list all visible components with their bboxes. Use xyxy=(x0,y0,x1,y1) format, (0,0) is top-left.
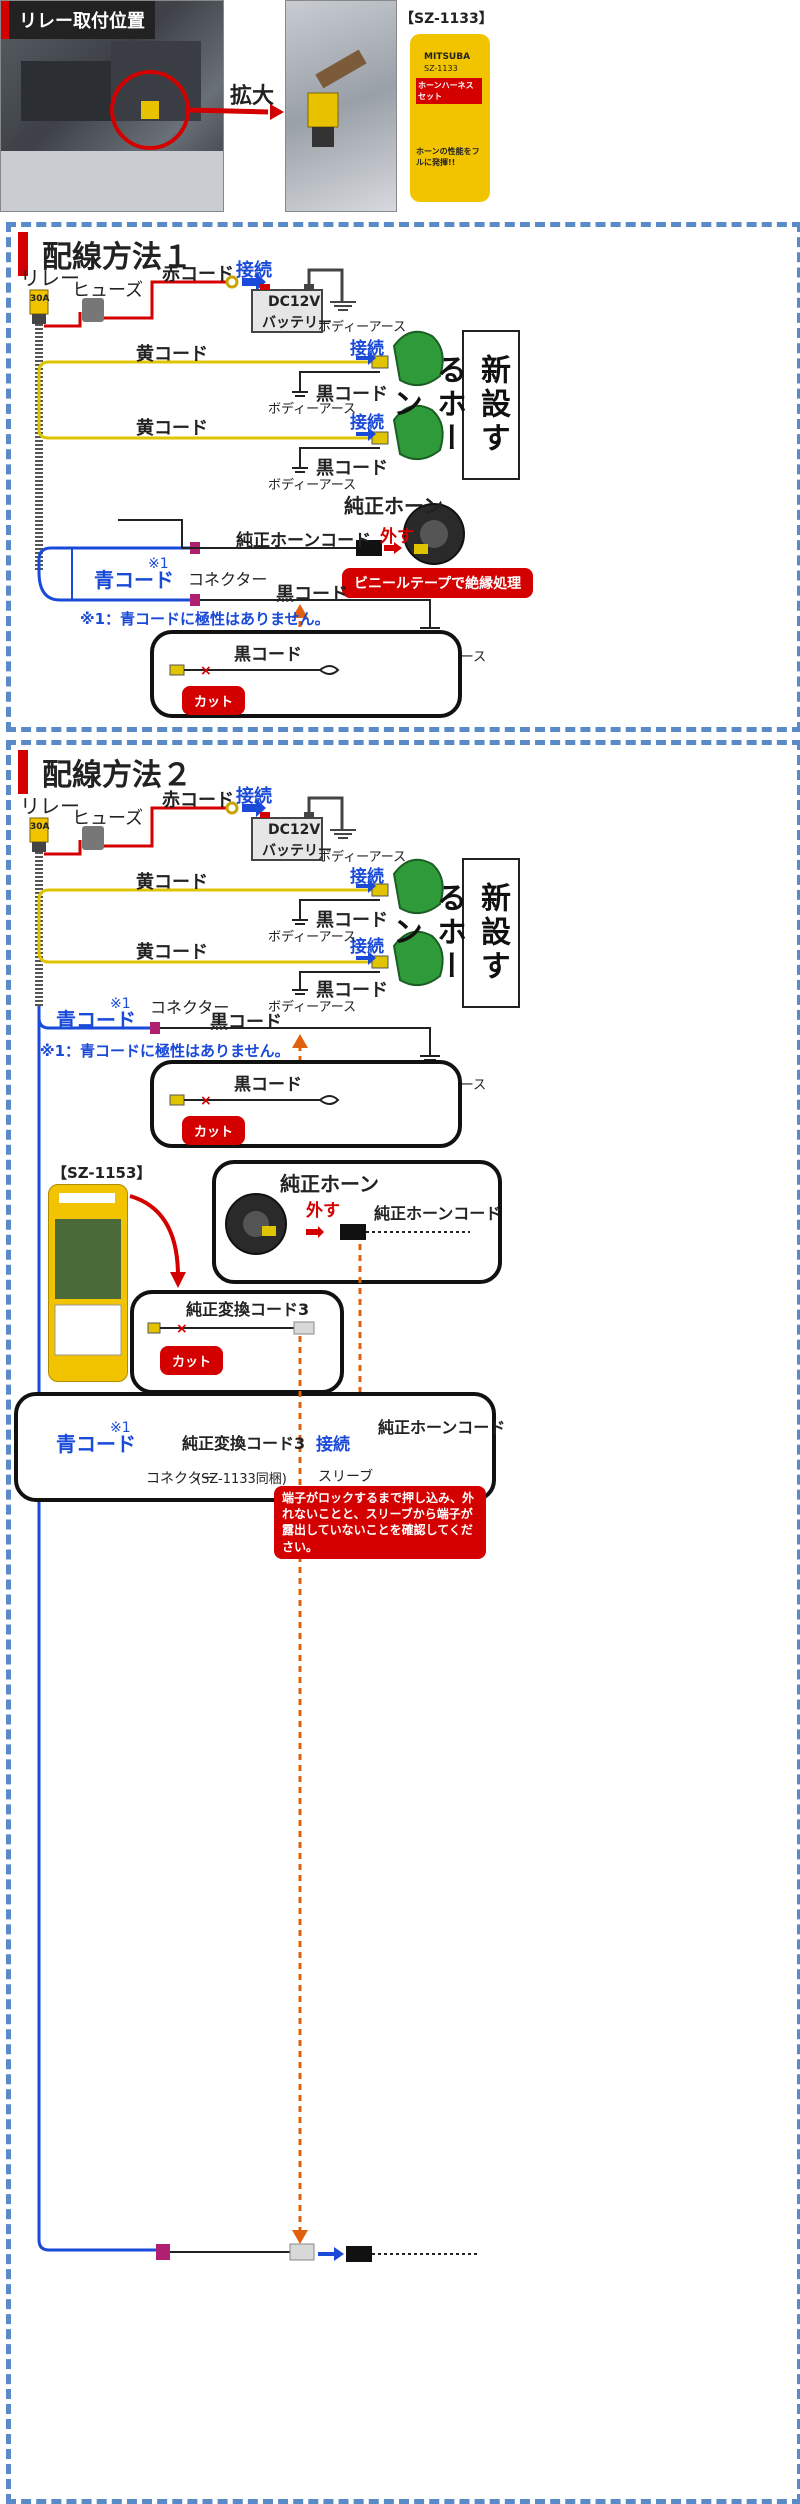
svg-text:×: × xyxy=(200,1093,212,1109)
connect-label-horn-1a: 接続 xyxy=(350,339,384,359)
connect-label-final: 接続 xyxy=(316,1435,350,1455)
body-earth-horn-2a: ボディーアース xyxy=(268,930,357,945)
connect-label-horn-2a: 接続 xyxy=(350,867,384,887)
body-earth-horn-1b: ボディーアース xyxy=(268,478,357,493)
new-horn-label-1: 新設するホーン xyxy=(387,330,520,480)
svg-text:×: × xyxy=(176,1321,188,1337)
black-cord-label-2b: 黒コード xyxy=(316,980,388,1001)
body-earth-battery-2: ボディーアース xyxy=(318,850,407,865)
relay-position-tag: リレー取付位置 xyxy=(1,1,155,39)
note-mark-2a: ※1 xyxy=(110,996,131,1012)
connect-label-horn-1b: 接続 xyxy=(350,413,384,433)
connect-label-horn-2b: 接続 xyxy=(350,937,384,957)
method-1-wiring xyxy=(29,268,465,660)
oem-horn-title-2: 純正ホーン xyxy=(280,1172,379,1196)
black-cord-label-1c: 黒コード xyxy=(276,584,348,605)
connector-label-1: コネクター xyxy=(188,570,268,589)
conversion-cord-label-a: 純正変換コード3 xyxy=(186,1300,310,1319)
method-2-title: 配線方法２ xyxy=(18,750,192,794)
red-cord-label-2: 赤コード xyxy=(162,790,234,811)
oem-horn-title-1: 純正ホーン xyxy=(344,494,443,518)
package-model: SZ-1133 xyxy=(424,64,458,73)
method-1-title: 配線方法１ xyxy=(18,232,192,276)
yellow-cord-label-1b: 黄コード xyxy=(136,418,208,439)
connector-label-2b: コネクター xyxy=(146,1471,216,1487)
battery-voltage-2: DC12V xyxy=(268,822,321,838)
blue-cord-label-2a: 青コード xyxy=(56,1008,136,1032)
oem-horn-cord-label-2b: 純正ホーンコード xyxy=(378,1418,506,1437)
yellow-cord-label-2a: 黄コード xyxy=(136,872,208,893)
cut-tag-2: カット xyxy=(182,1116,246,1145)
package-card: MITSUBA SZ-1133 ホーンハーネスセット ホーンの性能をフルに発揮!… xyxy=(410,34,490,202)
product-code-sz1133: 【SZ-1133】 xyxy=(400,11,493,27)
black-cord-label-1a: 黒コード xyxy=(316,384,388,405)
yellow-cord-label-1a: 黄コード xyxy=(136,344,208,365)
sz1153-package-illustration xyxy=(54,1193,122,1356)
body-earth-battery-1: ボディーアース xyxy=(318,320,407,335)
blue-cord-label-2b: 青コード xyxy=(56,1432,136,1456)
fuse-rating-2: 30A xyxy=(30,822,50,832)
body-earth-horn-1a: ボディーアース xyxy=(268,402,357,417)
oem-horn-cord-label-1: 純正ホーンコード xyxy=(236,531,372,551)
fuse-rating-1: 30A xyxy=(30,294,50,304)
cut-box-black-cord-1: 黒コード xyxy=(234,645,302,665)
package-title: ホーンハーネスセット xyxy=(416,78,482,104)
relay-label-2: リレー xyxy=(20,794,80,818)
note-mark-1: ※1 xyxy=(148,556,169,572)
remove-label-1: 外す xyxy=(380,527,414,547)
red-cord-label-1: 赤コード xyxy=(162,264,234,285)
polarity-note-2: ※1：青コードに極性はありません。 xyxy=(40,1042,290,1060)
black-cord-label-2a: 黒コード xyxy=(316,910,388,931)
blue-cord-label-1: 青コード xyxy=(94,568,174,592)
black-cord-label-1b: 黒コード xyxy=(316,458,388,479)
fuse-label-1: ヒューズ xyxy=(72,280,144,301)
sz1133-package-photo: 【SZ-1133】 MITSUBA SZ-1133 ホーンハーネスセット ホーン… xyxy=(398,0,500,210)
conversion-cut-box xyxy=(130,1290,344,1394)
connector-bundled-note: (SZ-1133同梱) xyxy=(196,1472,287,1487)
package-tagline: ホーンの性能をフルに発揮!! xyxy=(416,147,480,167)
cut-tag-1: カット xyxy=(182,686,246,715)
remove-label-2: 外す xyxy=(306,1201,340,1221)
cut-detail-box-2 xyxy=(150,1060,462,1148)
black-cord-label-2c: 黒コード xyxy=(210,1012,282,1033)
sleeve-label: スリーブ xyxy=(318,1469,374,1485)
conversion-cord-label-b: 純正変換コード3 xyxy=(182,1434,306,1453)
connector-label-2a: コネクター xyxy=(150,998,230,1017)
polarity-note-1: ※1：青コードに極性はありません。 xyxy=(80,610,330,628)
battery-label-2: バッテリー xyxy=(262,843,332,859)
battery-label-1: バッテリー xyxy=(262,315,332,331)
battery-voltage-1: DC12V xyxy=(268,294,321,310)
relay-label-1: リレー xyxy=(20,266,80,290)
relay-closeup-illustration xyxy=(307,49,367,147)
sz1153-package xyxy=(48,1184,128,1382)
relay-closeup-photo xyxy=(285,0,397,212)
final-connection-box xyxy=(14,1392,496,1502)
yellow-cord-label-2b: 黄コード xyxy=(136,942,208,963)
cut-detail-box-1 xyxy=(150,630,462,718)
zoom-arrow xyxy=(110,70,284,150)
cut-tag-3: カット xyxy=(160,1346,224,1375)
new-horn-label-2: 新設するホーン xyxy=(387,858,520,1008)
oem-horn-cord-label-2a: 純正ホーンコード xyxy=(374,1204,502,1223)
cut-detail-illustration-1: × xyxy=(169,663,340,679)
lock-warning: 端子がロックするまで押し込み、外れないことと、スリーブから端子が露出していないこ… xyxy=(274,1486,486,1559)
connect-label-battery-2: 接続 xyxy=(236,786,272,807)
product-code-sz1153: 【SZ-1153】 xyxy=(52,1164,152,1182)
zoom-label: 拡大 xyxy=(230,84,275,109)
package-brand: MITSUBA xyxy=(424,52,471,62)
connect-label-battery-1: 接続 xyxy=(236,260,272,281)
body-earth-horn-2b: ボディーアース xyxy=(268,1000,357,1015)
svg-text:×: × xyxy=(200,663,212,679)
note-mark-2b: ※1 xyxy=(110,1420,131,1436)
fuse-label-2: ヒューズ xyxy=(72,808,144,829)
wiring-method-2-panel xyxy=(6,740,800,2504)
vinyl-tape-tag-1: ビニールテープで絶縁処理 xyxy=(342,568,534,598)
cut-box-black-cord-2: 黒コード xyxy=(234,1075,302,1095)
